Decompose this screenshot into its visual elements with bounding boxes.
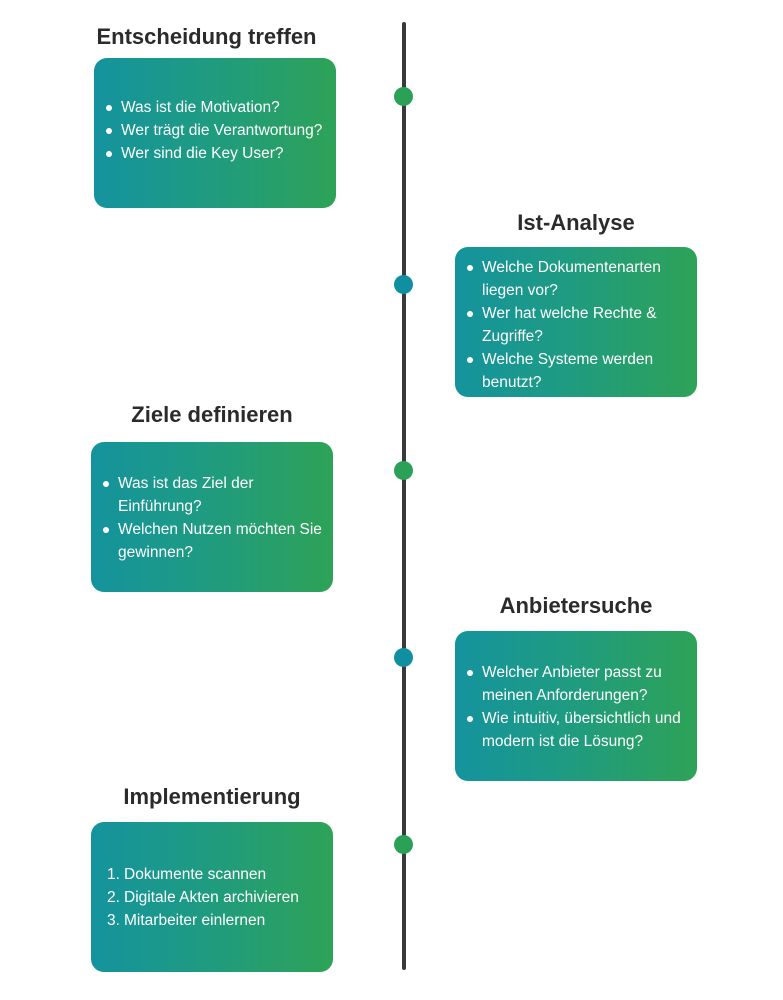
list-item-text: Mitarbeiter einlernen bbox=[124, 912, 266, 929]
list-number: 3. bbox=[107, 912, 120, 929]
stage-title-entscheidung-treffen: Entscheidung treffen bbox=[96, 24, 317, 49]
list-number: 1. bbox=[107, 866, 120, 883]
stage-card-anbietersuche: Welcher Anbieter passt zu meinen Anforde… bbox=[455, 631, 697, 781]
stage-title-ziele-definieren: Ziele definieren bbox=[131, 402, 293, 427]
stage-card-ziele-definieren: Was ist das Ziel der Einführung? Welchen… bbox=[91, 442, 333, 592]
stage-card-ist-analyse: Welche Dokumentenarten liegen vor? Wer h… bbox=[455, 247, 697, 397]
list-item: 2.Digitale Akten archivieren bbox=[91, 886, 333, 909]
list-item: 1.Dokumente scannen bbox=[91, 863, 333, 886]
timeline-marker-5 bbox=[394, 835, 413, 854]
list-item: Wer trägt die Verantwortung? bbox=[94, 119, 328, 142]
stage-list: Welche Dokumentenarten liegen vor? Wer h… bbox=[455, 256, 697, 394]
list-item: Wie intuitiv, übersichtlich und modern i… bbox=[455, 707, 693, 753]
timeline-marker-2 bbox=[394, 275, 413, 294]
timeline-axis bbox=[402, 22, 406, 970]
list-number: 2. bbox=[107, 889, 120, 906]
stage-list: 1.Dokumente scannen 2.Digitale Akten arc… bbox=[91, 863, 333, 932]
list-item: Was ist die Motivation? bbox=[94, 96, 328, 119]
list-item-text: Digitale Akten archivieren bbox=[124, 889, 299, 906]
stage-list: Welcher Anbieter passt zu meinen Anforde… bbox=[455, 661, 697, 753]
list-item: 3.Mitarbeiter einlernen bbox=[91, 909, 333, 932]
timeline-marker-4 bbox=[394, 648, 413, 667]
stage-list: Was ist die Motivation? Wer trägt die Ve… bbox=[94, 96, 336, 165]
list-item: Wer hat welche Rechte & Zugriffe? bbox=[455, 302, 673, 348]
timeline-marker-3 bbox=[394, 461, 413, 480]
stage-title-ist-analyse: Ist-Analyse bbox=[517, 210, 635, 235]
list-item: Welche Systeme werden benutzt? bbox=[455, 348, 673, 394]
stage-list: Was ist das Ziel der Einführung? Welchen… bbox=[91, 472, 333, 564]
list-item: Welcher Anbieter passt zu meinen Anforde… bbox=[455, 661, 693, 707]
timeline-marker-1 bbox=[394, 87, 413, 106]
list-item: Welchen Nutzen möchten Sie gewinnen? bbox=[91, 518, 327, 564]
list-item: Was ist das Ziel der Einführung? bbox=[91, 472, 327, 518]
stage-title-implementierung: Implementierung bbox=[123, 784, 301, 809]
stage-title-anbietersuche: Anbietersuche bbox=[499, 593, 653, 618]
list-item-text: Dokumente scannen bbox=[124, 866, 267, 883]
list-item: Welche Dokumentenarten liegen vor? bbox=[455, 256, 673, 302]
stage-card-implementierung: 1.Dokumente scannen 2.Digitale Akten arc… bbox=[91, 822, 333, 972]
list-item: Wer sind die Key User? bbox=[94, 142, 328, 165]
stage-card-entscheidung-treffen: Was ist die Motivation? Wer trägt die Ve… bbox=[94, 58, 336, 208]
